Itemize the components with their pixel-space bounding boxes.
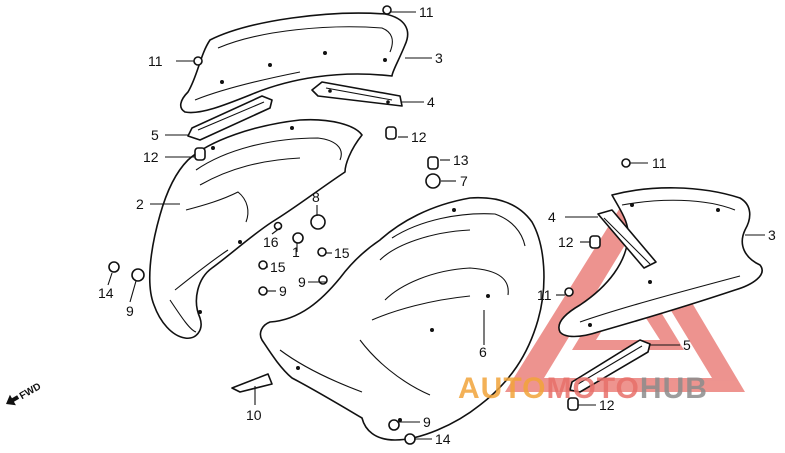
plate-upper bbox=[187, 95, 273, 141]
callout-5: 5 bbox=[151, 127, 159, 143]
callout-11: 11 bbox=[537, 287, 552, 303]
callout-9: 9 bbox=[298, 274, 306, 290]
bracket-lower bbox=[597, 209, 657, 269]
callout-1: 1 bbox=[292, 244, 300, 260]
callout-14: 14 bbox=[98, 285, 114, 301]
fender-flap-lower bbox=[558, 187, 763, 338]
svg-text:AUTOMOTOHUB: AUTOMOTOHUB bbox=[458, 372, 708, 405]
pad-triangle bbox=[231, 373, 273, 393]
fender-rear-main bbox=[259, 196, 545, 441]
fwd-label: FWD bbox=[18, 381, 43, 402]
callout-11: 11 bbox=[148, 53, 163, 69]
watermark-text: AUTOMOTOHUB bbox=[458, 372, 708, 405]
fender-flap-upper bbox=[179, 12, 409, 114]
callout-12: 12 bbox=[143, 149, 159, 165]
callout-5: 5 bbox=[683, 337, 691, 353]
callout-2: 2 bbox=[136, 196, 144, 212]
watermark-moto: MOTO bbox=[546, 372, 639, 405]
callout-9: 9 bbox=[126, 303, 134, 319]
callout-labels: 11 3 11 4 5 12 12 13 7 2 8 16 1 15 15 9 … bbox=[98, 4, 776, 447]
callout-12: 12 bbox=[411, 129, 427, 145]
callout-3: 3 bbox=[768, 227, 776, 243]
leader-lines bbox=[107, 11, 765, 440]
watermark-auto: AUTO bbox=[458, 372, 546, 405]
callout-8: 8 bbox=[312, 189, 320, 205]
callout-6: 6 bbox=[479, 344, 487, 360]
callout-15: 15 bbox=[334, 245, 350, 261]
callout-9: 9 bbox=[279, 283, 287, 299]
plate-lower bbox=[569, 339, 651, 393]
callout-7: 7 bbox=[460, 173, 468, 189]
callout-3: 3 bbox=[435, 50, 443, 66]
callout-4: 4 bbox=[427, 94, 435, 110]
callout-11: 11 bbox=[652, 155, 667, 171]
callout-12: 12 bbox=[599, 397, 615, 413]
bracket-upper bbox=[311, 81, 403, 107]
watermark-hub: HUB bbox=[640, 372, 708, 405]
forward-arrow-icon: FWD bbox=[6, 381, 43, 406]
callout-12: 12 bbox=[558, 234, 574, 250]
callout-10: 10 bbox=[246, 407, 262, 423]
callout-16: 16 bbox=[263, 234, 279, 250]
callout-4: 4 bbox=[548, 209, 556, 225]
callout-15: 15 bbox=[270, 259, 286, 275]
callout-11: 11 bbox=[419, 4, 434, 20]
fender-left bbox=[148, 118, 363, 340]
callout-13: 13 bbox=[453, 152, 469, 168]
callout-9: 9 bbox=[423, 414, 431, 430]
callout-14: 14 bbox=[435, 431, 451, 447]
